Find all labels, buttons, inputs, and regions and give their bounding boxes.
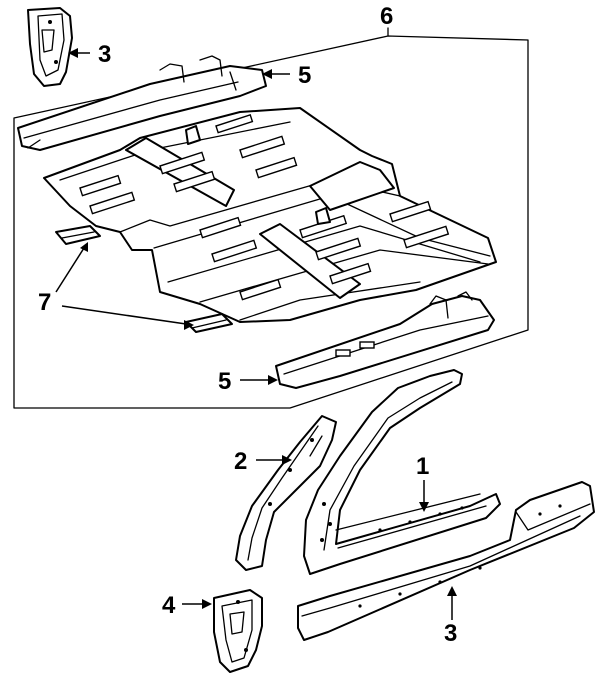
callout-3-bottom: 4 <box>162 592 176 619</box>
rocker-inner-pillar <box>303 369 501 575</box>
side-sill-lower <box>275 291 495 389</box>
pillar-reinforcement <box>235 415 337 571</box>
callout-4: 3 <box>444 620 457 647</box>
side-sill-upper <box>17 55 267 151</box>
callout-7: 7 <box>38 289 51 316</box>
callout-2: 2 <box>234 448 247 475</box>
callout-3-top: 3 <box>98 41 111 68</box>
crossmember-bracket-left <box>55 225 101 245</box>
hinge-bracket-top <box>27 7 73 87</box>
leaders <box>55 48 457 620</box>
crossmember-bracket-right <box>185 313 233 333</box>
callout-6: 6 <box>380 3 393 30</box>
floor-pan <box>43 107 497 323</box>
hinge-bracket-bottom <box>213 589 263 673</box>
callout-labels: 3 5 6 7 5 2 1 4 3 <box>38 3 457 647</box>
callout-5-lower: 5 <box>218 368 231 395</box>
assembly-outline-6 <box>13 27 529 409</box>
rocker-panel-outer <box>297 481 595 641</box>
callout-5-upper: 5 <box>298 62 311 89</box>
callout-1: 1 <box>416 453 429 480</box>
